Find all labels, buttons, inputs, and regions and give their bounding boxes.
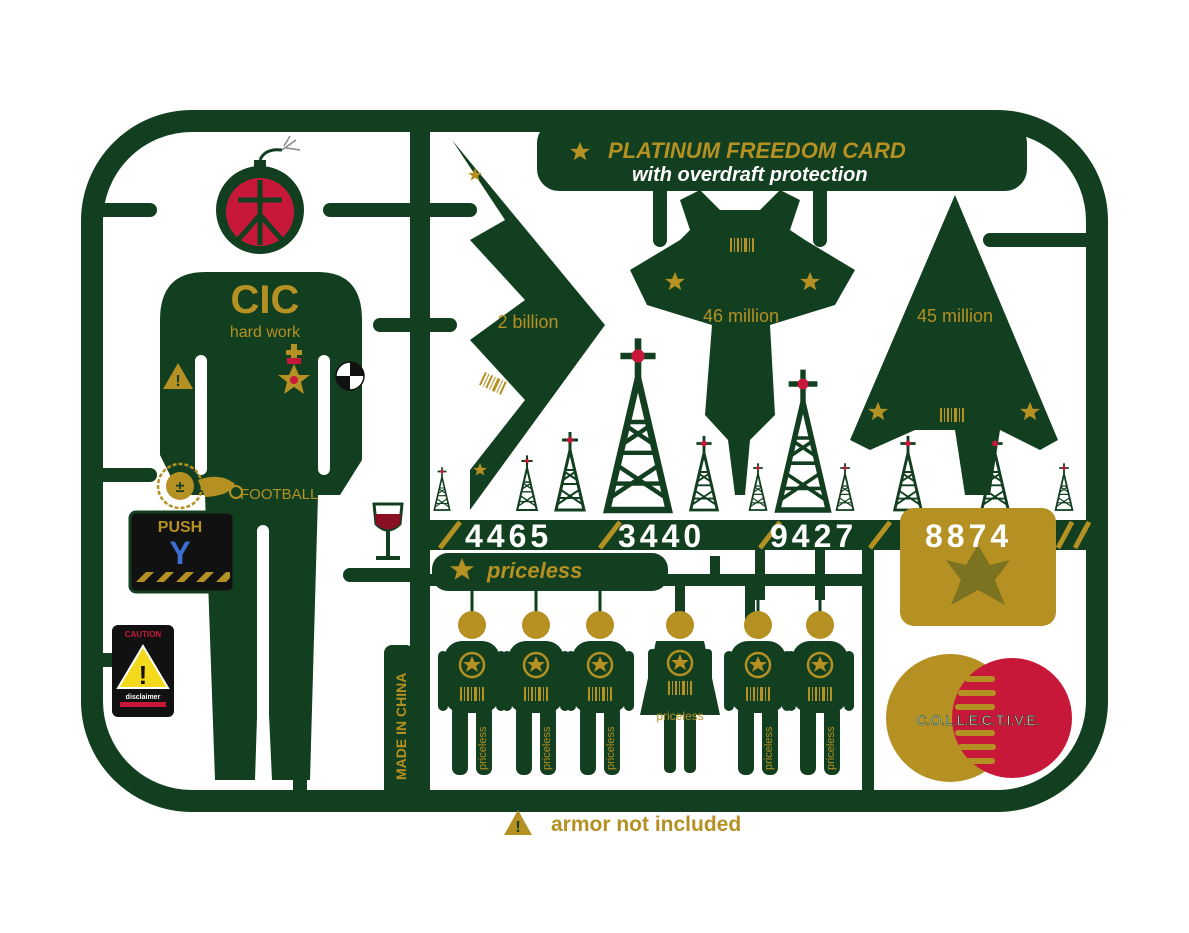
logo-label: C.O.L.L.E.C.T.I.V.E. xyxy=(916,712,1039,728)
warning-icon: ! xyxy=(163,363,193,390)
female-soldier-figure xyxy=(640,611,720,773)
briefcase-letter: Y xyxy=(169,535,190,571)
caution-card: ! xyxy=(112,625,174,717)
aircraft-2-label: 46 million xyxy=(703,306,779,326)
soldier-figures xyxy=(438,590,854,775)
figure-tag-2: priceless xyxy=(541,726,553,770)
soldier-figure xyxy=(786,601,854,775)
card-number-group-4: 8874 xyxy=(925,518,1012,554)
soldier-figure xyxy=(724,601,792,775)
svg-text:!: ! xyxy=(175,373,180,390)
figure-tag-3: priceless xyxy=(605,726,617,770)
caution-label: CAUTION xyxy=(125,630,162,639)
aircraft-fighter xyxy=(630,190,855,495)
briefcase xyxy=(128,510,236,594)
figure-tag-4: priceless xyxy=(763,726,775,770)
header-banner xyxy=(537,121,1027,191)
wine-glass-icon xyxy=(372,502,404,560)
collective-logo-icon xyxy=(886,654,1072,782)
soldier-figure xyxy=(502,601,570,775)
eagle-emblem-icon xyxy=(946,545,1010,605)
disclaimer-label: disclaimer xyxy=(126,694,161,701)
card-subtitle: with overdraft protection xyxy=(632,164,868,186)
figure-tag-1: priceless xyxy=(477,726,489,770)
card-number-group-2: 3440 xyxy=(618,518,705,554)
aircraft-stealth-bomber xyxy=(452,140,605,510)
tagline-label: hard work xyxy=(230,324,301,341)
expiry-label: expires 11/03/08 xyxy=(917,635,1039,652)
aircraft-delta xyxy=(850,195,1058,495)
svg-text:!: ! xyxy=(139,660,148,690)
warning-icon: ! xyxy=(504,810,532,836)
svg-text:!: ! xyxy=(515,819,520,836)
card-number-group-3: 9427 xyxy=(770,518,857,554)
bomb-icon xyxy=(216,135,304,254)
football-hand: ± xyxy=(156,462,243,510)
soldier-figure xyxy=(566,601,634,775)
priceless-banner xyxy=(432,553,668,591)
football-label: FOOTBALL xyxy=(240,486,318,503)
card-title: PLATINUM FREEDOM CARD xyxy=(608,138,906,163)
crash-test-icon xyxy=(335,361,365,391)
female-figure-tag: priceless xyxy=(656,709,703,723)
peace-sign-icon xyxy=(236,180,284,245)
action-figure xyxy=(160,272,362,780)
briefcase-push-label: PUSH xyxy=(158,519,202,536)
aircraft-1-label: 2 billion xyxy=(497,312,558,332)
aircraft-3-label: 45 million xyxy=(917,306,993,326)
made-in-label: MADE IN CHINA xyxy=(393,673,409,780)
card-number-group-1: 4465 xyxy=(465,518,552,554)
priceless-banner-label: priceless xyxy=(486,558,582,583)
brand-label: CIC xyxy=(231,278,300,322)
footer-label: armor not included xyxy=(551,813,741,836)
figure-tag-5: priceless xyxy=(825,726,837,770)
svg-text:±: ± xyxy=(176,479,185,496)
medal-icon xyxy=(278,344,310,394)
chip-panel xyxy=(900,508,1056,626)
soldier-figure xyxy=(438,601,506,775)
